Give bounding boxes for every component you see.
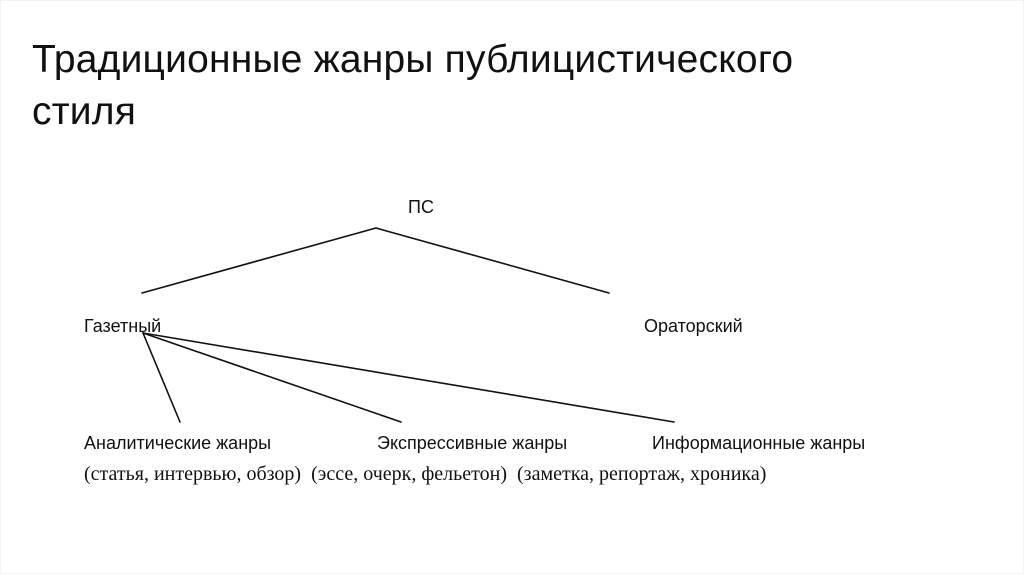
edge-ps-gazetny xyxy=(141,227,377,294)
node-expressive-genres: Экспрессивные жанры xyxy=(377,433,568,453)
title-line-1: Традиционные жанры публицистического xyxy=(32,38,794,81)
genre-examples-row: (статья, интервью, обзор) (эссе, очерк, … xyxy=(84,461,766,487)
edge-gazetny-expressive xyxy=(142,332,402,423)
analytical-examples: (статья, интервью, обзор) xyxy=(84,463,302,485)
edge-ps-oratorsky xyxy=(375,227,610,294)
node-root-ps: ПС xyxy=(408,197,434,217)
title-line-2: стиля xyxy=(32,90,137,133)
node-analytical-genres: Аналитические жанры xyxy=(84,433,272,453)
edge-gazetny-analytical xyxy=(142,332,181,423)
node-oratorsky: Ораторский xyxy=(644,316,743,336)
slide-title: Традиционные жанры публицистического сти… xyxy=(32,34,932,138)
edge-gazetny-informational xyxy=(142,332,675,423)
node-gazetny: Газетный xyxy=(84,316,162,336)
informational-examples: (заметка, репортаж, хроника) xyxy=(517,463,767,485)
node-informational-genres: Информационные жанры xyxy=(652,433,866,453)
expressive-examples: (эссе, очерк, фельетон) xyxy=(311,463,508,485)
